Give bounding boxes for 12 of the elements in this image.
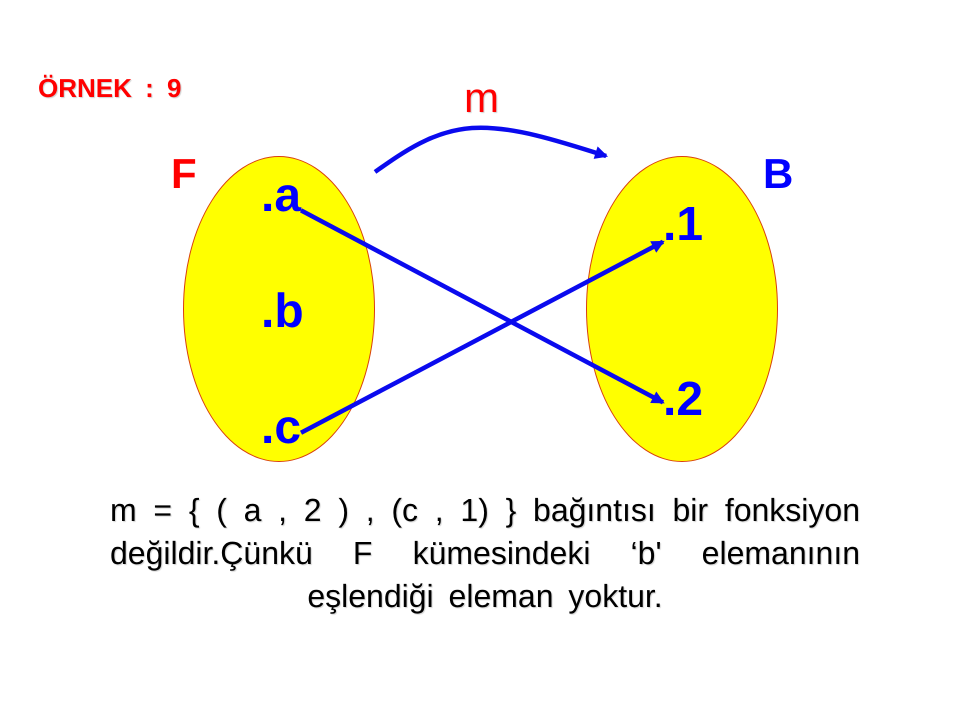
mapping-arrow xyxy=(374,126,608,174)
set-name: F xyxy=(171,153,197,195)
mapping-arrow xyxy=(300,240,665,435)
set-element: .2 xyxy=(663,376,704,424)
example-heading: ÖRNEK : 9 xyxy=(38,75,182,101)
set-name: B xyxy=(763,153,794,195)
set-element: .b xyxy=(261,288,304,336)
set-element: .a xyxy=(261,172,302,220)
mapping-arrow xyxy=(300,208,665,404)
set-element: .c xyxy=(261,404,302,452)
set-element: .1 xyxy=(663,201,704,249)
explanation-text: m = { ( a , 2 ) , (c , 1) } bağıntısı bir fonksiyon değildir.Çünkü F kümesindeki ‘b' elemanının eşlendiği eleman yoktur. xyxy=(110,491,860,616)
